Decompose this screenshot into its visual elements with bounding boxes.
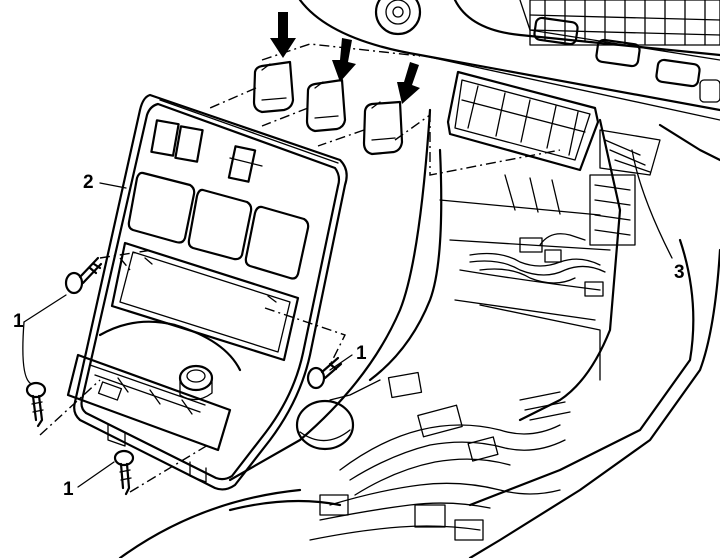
callout-part-2: 2 (83, 172, 94, 193)
panel-switch-apertures (150, 119, 263, 183)
screw-left-upper (64, 256, 103, 295)
cigarette-lighter (178, 364, 214, 401)
lower-tunnel-wiring (309, 371, 571, 541)
installation-lines (39, 43, 561, 493)
screw-left-lower-b (113, 449, 135, 496)
arrow-icons (270, 12, 420, 104)
screw-left-lower-a (25, 381, 47, 428)
panel-instrument-openings (127, 171, 310, 280)
screw-right (306, 356, 343, 390)
console-tunnel (228, 108, 720, 558)
down-arrow-icon-left (270, 12, 296, 58)
switch-left (252, 60, 295, 114)
panel-radio-opening (110, 241, 300, 362)
down-arrow-icon-middle (332, 38, 356, 82)
callout-part-1-right: 1 (356, 343, 367, 364)
callout-part-1-upper: 1 (13, 311, 24, 332)
floor-edge (118, 488, 342, 558)
ignition-lock (374, 0, 422, 36)
switch-right (362, 100, 404, 156)
panel-lower-tabs (107, 424, 207, 483)
leader-lines (22, 149, 673, 488)
callout-part-1-lower: 1 (63, 479, 74, 500)
gear-lever-boot (295, 399, 355, 451)
console-wiring (469, 129, 661, 297)
ashtray-assembly (66, 320, 242, 452)
switch-middle (305, 78, 347, 133)
dash-switch-recesses (533, 16, 720, 103)
callout-part-3: 3 (674, 262, 685, 283)
console-panel (73, 93, 348, 491)
switch-unit (446, 70, 600, 172)
down-arrow-icon-right (397, 62, 420, 104)
